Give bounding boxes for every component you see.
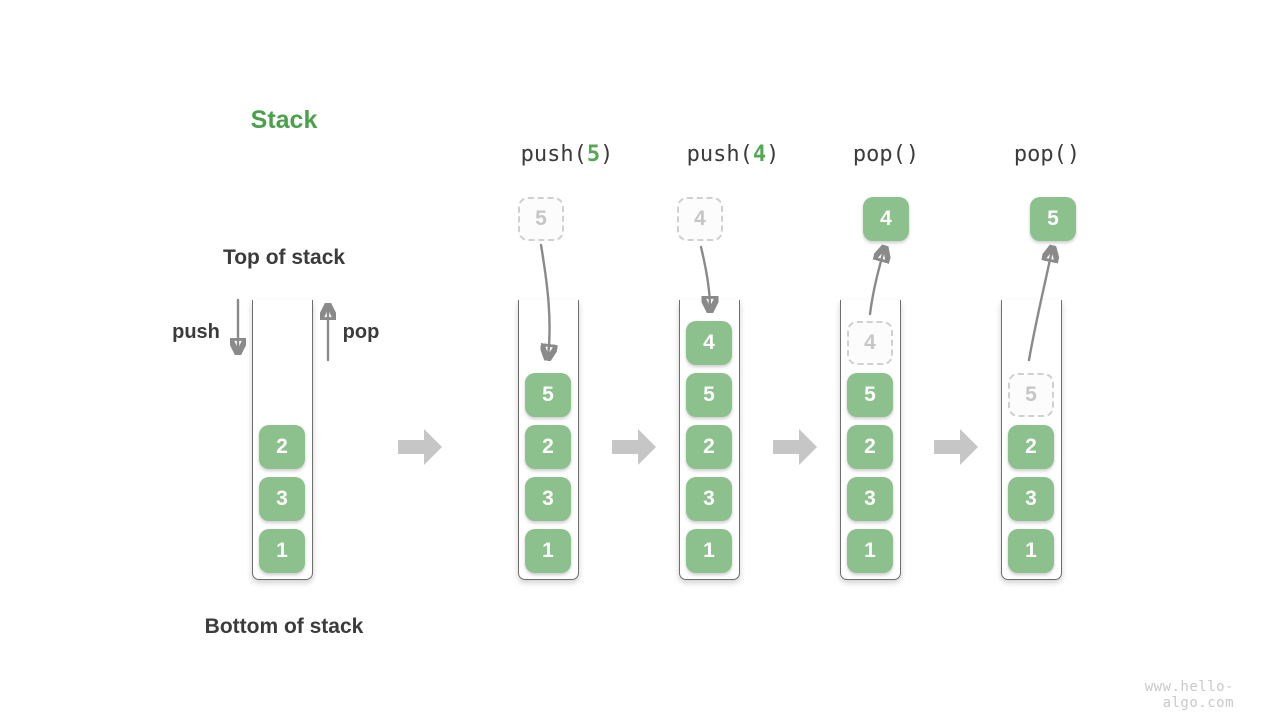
stack-vessel-initial: 2 3 1 — [252, 300, 313, 580]
floating-cell-popped-5: 5 — [1030, 197, 1076, 241]
op-prefix: push( — [520, 142, 587, 167]
stack-cell: 2 — [525, 425, 571, 469]
operation-label-push-4: push(4) — [653, 142, 813, 167]
stack-vessel-after-pop-5: 5 2 3 1 — [1001, 300, 1062, 580]
floating-cell-popped-4: 4 — [863, 197, 909, 241]
transition-arrow-icon — [934, 429, 978, 465]
stack-cell: 3 — [1008, 477, 1054, 521]
op-suffix: ) — [905, 142, 920, 167]
stack-cell: 3 — [525, 477, 571, 521]
stack-cell-ghost: 4 — [847, 321, 893, 365]
stack-cell: 1 — [686, 529, 732, 573]
push-motion-arrow-icon — [525, 243, 565, 370]
operation-label-pop-2: pop() — [967, 142, 1127, 167]
stack-cell: 1 — [525, 529, 571, 573]
bottom-of-stack-label: Bottom of stack — [204, 615, 364, 638]
op-prefix: pop( — [1013, 142, 1067, 167]
op-suffix: ) — [766, 142, 780, 167]
push-down-arrow-icon — [230, 298, 246, 363]
pop-motion-arrow-icon — [1027, 242, 1060, 362]
transition-arrow-icon — [398, 429, 442, 465]
pop-up-arrow-icon — [320, 297, 336, 362]
op-suffix: ) — [1066, 142, 1081, 167]
stack-cell: 2 — [686, 425, 732, 469]
diagram-title: Stack — [250, 106, 318, 134]
op-suffix: ) — [600, 142, 614, 167]
stack-cell: 5 — [525, 373, 571, 417]
floating-cell-push-5: 5 — [518, 197, 564, 241]
stack-cell: 5 — [686, 373, 732, 417]
transition-arrow-icon — [612, 429, 656, 465]
stack-cell: 1 — [259, 529, 305, 573]
stack-vessel-after-pop-4: 4 5 2 3 1 — [840, 300, 901, 580]
stack-cell: 1 — [1008, 529, 1054, 573]
stack-cell: 3 — [686, 477, 732, 521]
pop-label: pop — [342, 321, 380, 343]
watermark: www.hello-algo.com — [1144, 679, 1234, 711]
stack-cell: 2 — [1008, 425, 1054, 469]
operation-label-push-5: push(5) — [487, 142, 647, 167]
transition-arrow-icon — [773, 429, 817, 465]
stack-cell: 3 — [259, 477, 305, 521]
stack-cell: 1 — [847, 529, 893, 573]
pop-motion-arrow-icon — [868, 242, 895, 316]
stack-cell: 5 — [847, 373, 893, 417]
op-prefix: push( — [686, 142, 753, 167]
floating-cell-push-4: 4 — [677, 197, 723, 241]
op-arg: 5 — [586, 142, 601, 167]
stack-cell: 3 — [847, 477, 893, 521]
stack-cell: 2 — [259, 425, 305, 469]
stack-cell: 2 — [847, 425, 893, 469]
op-prefix: pop( — [852, 142, 906, 167]
top-of-stack-label: Top of stack — [222, 246, 346, 269]
push-motion-arrow-icon — [699, 245, 722, 320]
stack-cell-ghost: 5 — [1008, 373, 1054, 417]
stack-vessel-after-push-4: 4 5 2 3 1 — [679, 300, 740, 580]
stack-cell: 4 — [686, 321, 732, 365]
op-arg: 4 — [752, 142, 767, 167]
operation-label-pop-1: pop() — [806, 142, 966, 167]
push-label: push — [172, 321, 220, 343]
